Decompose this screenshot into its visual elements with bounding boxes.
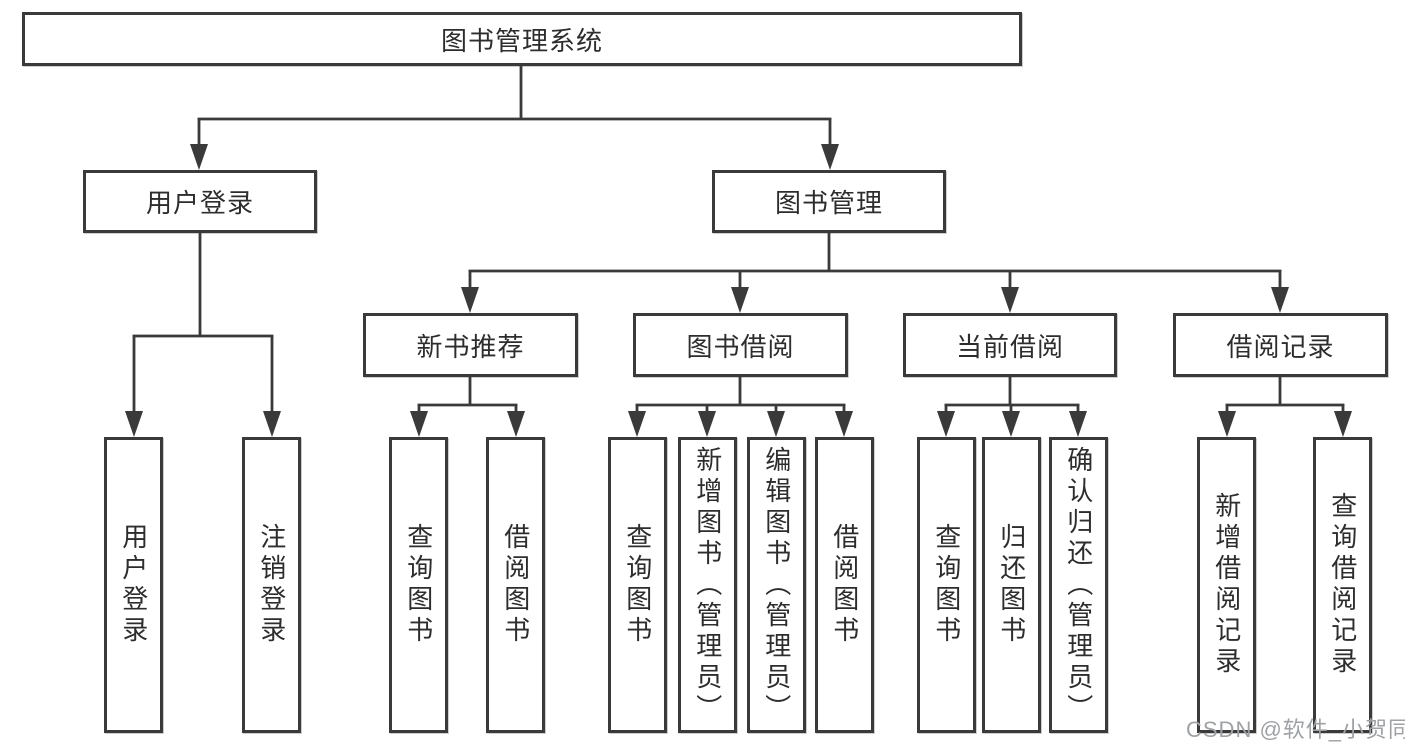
leaf-query-borrow-record: 查询借阅记录 <box>1313 437 1372 733</box>
node-user-login-label: 用户登录 <box>145 188 254 218</box>
node-new-book-recommend-label: 新书推荐 <box>416 331 525 362</box>
leaf-query-borrow-record-label: 查询借阅记录 <box>1327 492 1358 678</box>
leaf-user-login: 用户登录 <box>104 437 163 733</box>
node-user-login: 用户登录 <box>83 170 317 233</box>
leaf-edit-books-admin: 编辑图书（管理员） <box>747 437 806 733</box>
node-current-borrow: 当前借阅 <box>903 313 1117 377</box>
leaf-confirm-return-admin: 确认归还（管理员） <box>1049 437 1108 733</box>
leaf-return-books: 归还图书 <box>982 437 1041 733</box>
node-book-borrow: 图书借阅 <box>633 313 848 377</box>
leaf-current-query-books-label: 查询图书 <box>931 523 962 647</box>
leaf-add-books-admin: 新增图书（管理员） <box>678 437 737 733</box>
leaf-borrow-query-books: 查询图书 <box>608 437 667 733</box>
leaf-borrow-query-books-label: 查询图书 <box>622 523 653 647</box>
leaf-recommend-borrow-books: 借阅图书 <box>486 437 545 733</box>
watermark-text: CSDN @软件_小贺同学 <box>1186 717 1405 742</box>
leaf-confirm-return-admin-label: 确认归还（管理员） <box>1063 445 1094 725</box>
node-borrow-records: 借阅记录 <box>1173 313 1388 377</box>
leaf-user-login-label: 用户登录 <box>118 523 149 647</box>
leaf-current-query-books: 查询图书 <box>917 437 976 733</box>
leaf-add-books-admin-label: 新增图书（管理员） <box>692 445 723 725</box>
leaf-logout-label: 注销登录 <box>256 523 287 647</box>
leaf-add-borrow-record: 新增借阅记录 <box>1197 437 1256 733</box>
leaf-recommend-borrow-books-label: 借阅图书 <box>500 523 531 647</box>
leaf-logout: 注销登录 <box>242 437 301 733</box>
leaf-add-borrow-record-label: 新增借阅记录 <box>1211 492 1242 678</box>
leaf-recommend-query-books-label: 查询图书 <box>403 523 434 647</box>
leaf-borrow-books-label: 借阅图书 <box>829 523 860 647</box>
leaf-borrow-books: 借阅图书 <box>815 437 874 733</box>
node-book-management-label: 图书管理 <box>774 188 883 218</box>
arrowheads <box>125 144 1352 437</box>
node-book-borrow-label: 图书借阅 <box>686 331 795 362</box>
node-root-label: 图书管理系统 <box>440 25 603 56</box>
node-new-book-recommend: 新书推荐 <box>363 313 578 377</box>
leaf-edit-books-admin-label: 编辑图书（管理员） <box>761 445 792 725</box>
node-borrow-records-label: 借阅记录 <box>1226 331 1335 362</box>
leaf-return-books-label: 归还图书 <box>996 523 1027 647</box>
node-root: 图书管理系统 <box>22 12 1022 66</box>
node-current-borrow-label: 当前借阅 <box>955 331 1064 362</box>
node-book-management: 图书管理 <box>712 170 946 233</box>
leaf-recommend-query-books: 查询图书 <box>389 437 448 733</box>
